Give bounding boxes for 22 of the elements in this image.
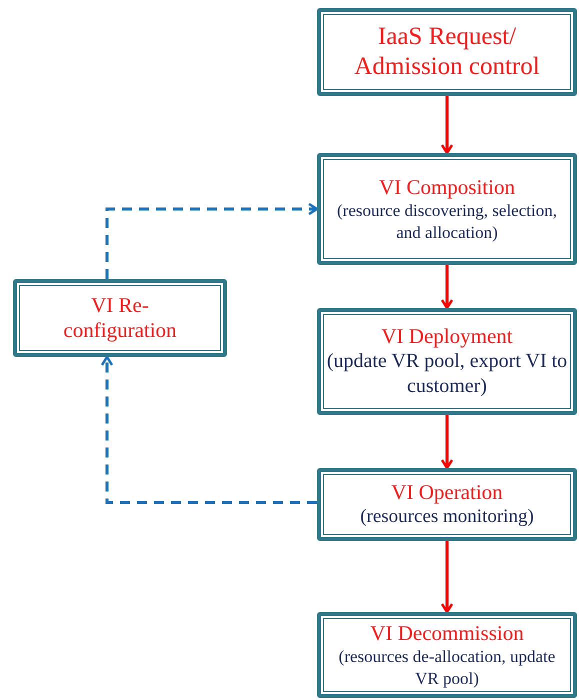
step-description: (update VR pool, export VI to customer): [326, 349, 568, 400]
arrow: [440, 541, 454, 614]
process-box: [317, 8, 577, 96]
arrow: [106, 202, 318, 279]
step-title: VI Deployment: [381, 324, 513, 350]
arrow: [440, 415, 454, 470]
step-description: (resources de-allocation, update VR pool): [338, 646, 556, 689]
process-box: [13, 279, 227, 357]
step-title: VI Operation: [391, 480, 503, 506]
step-title: VI Composition: [379, 175, 515, 200]
process-box: [317, 612, 577, 698]
step-title: VI Re-configuration: [62, 292, 178, 344]
arrow: [440, 96, 454, 154]
arrow: [100, 356, 317, 504]
step-description: (resource discovering, selection, and allocation): [336, 200, 558, 243]
process-box: [317, 153, 577, 265]
process-box: [317, 468, 577, 541]
step-title: IaaS Request/ Admission control: [353, 22, 541, 82]
step-title: VI Decommission: [370, 621, 524, 646]
process-box: [317, 308, 577, 415]
step-description: (resources monitoring): [360, 505, 534, 529]
arrow: [440, 265, 454, 310]
